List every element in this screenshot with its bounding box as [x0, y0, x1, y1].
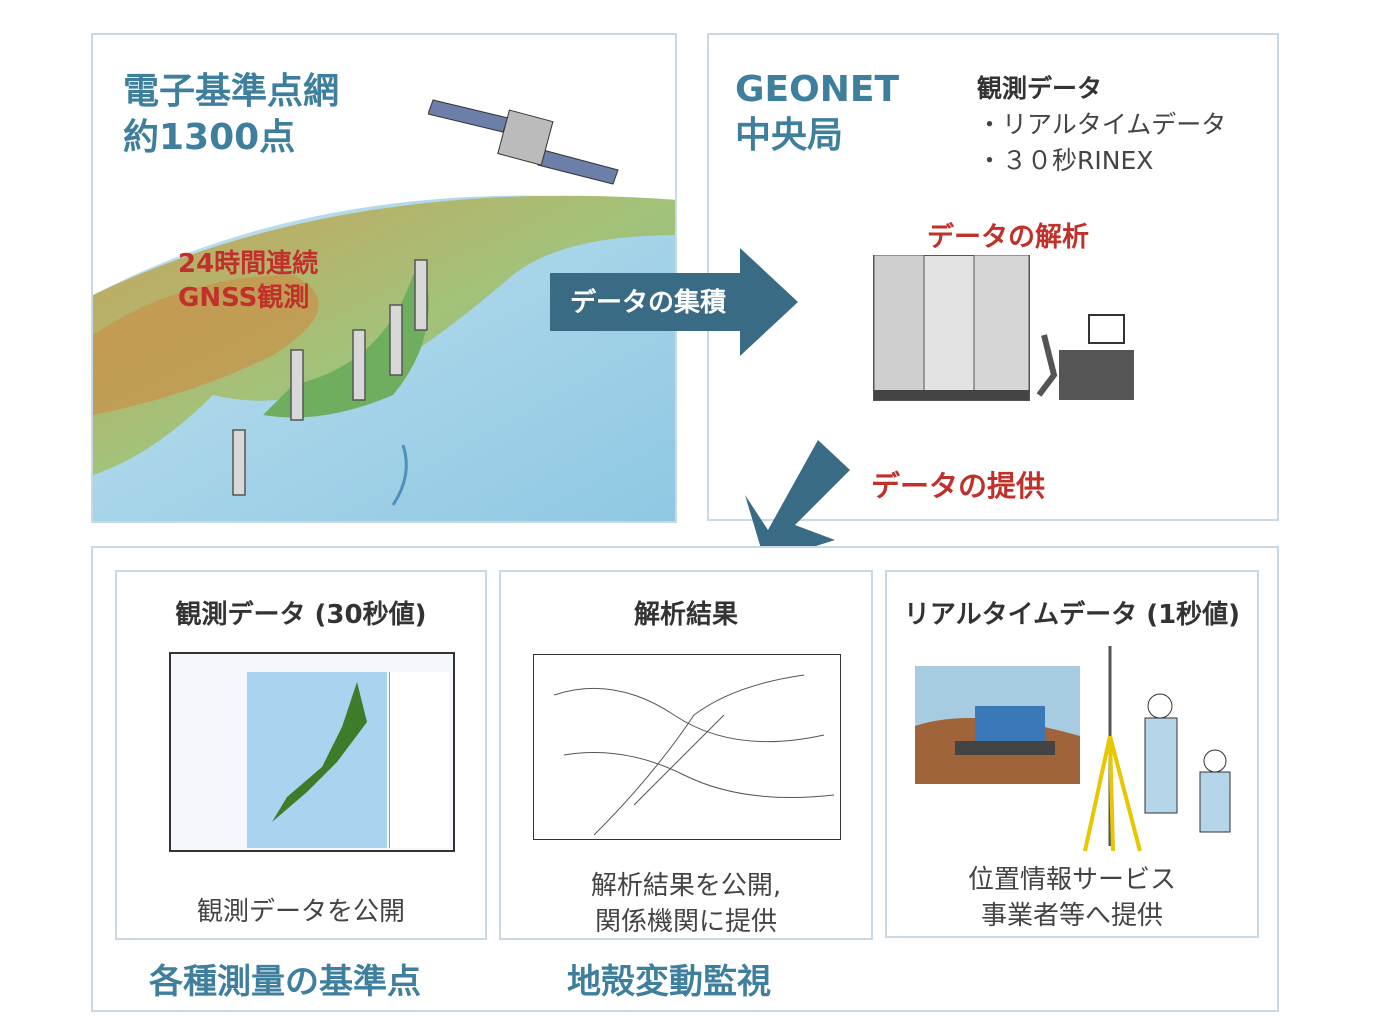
gnss-observation-label: GNSS観測: [178, 283, 310, 313]
web-map-screenshot: [169, 652, 455, 852]
central-station-title: 中央局: [735, 115, 844, 156]
survey-reference-label: 各種測量の基準点: [149, 962, 421, 1002]
construction-survey-illustration: [915, 646, 1231, 852]
output-caption: 位置情報サービス: [967, 865, 1176, 895]
japan-map-illustration: [93, 195, 675, 521]
output-caption: 観測データを公開: [196, 897, 405, 927]
outputs-panel: 観測データ (30秒値) 観測データを公開 解析結果 解析結果を公開, 関係機関…: [91, 546, 1279, 1012]
crustal-monitoring-label: 地殻変動監視: [567, 962, 771, 1002]
data-item: ・３０秒RINEX: [977, 146, 1154, 175]
provide-label: データの提供: [871, 469, 1046, 503]
output-title: 解析結果: [633, 600, 738, 630]
data-item: ・リアルタイムデータ: [977, 110, 1227, 139]
output-title: リアルタイムデータ (1秒値): [903, 600, 1241, 630]
geonet-title: GEONET: [735, 69, 900, 110]
provide-arrow-icon: [745, 440, 850, 562]
server-computer-illustration: [873, 255, 1134, 401]
collect-arrow-icon: [550, 248, 798, 356]
continuous-observation-label: 24時間連続: [178, 249, 319, 279]
observation-data-heading: 観測データ: [977, 74, 1103, 103]
collect-label: データの集積: [570, 288, 727, 318]
satellite-icon: [428, 99, 619, 185]
output-title: 観測データ (30秒値): [175, 600, 427, 630]
analysis-label: データの解析: [927, 222, 1089, 253]
station-count: 約1300点: [123, 117, 296, 158]
output-caption: 解析結果を公開,: [590, 871, 782, 901]
output-card-analysis: 解析結果 解析結果を公開, 関係機関に提供: [499, 570, 873, 940]
central-station-panel: GEONET 中央局 観測データ ・リアルタイムデータ ・３０秒RINEX デー…: [707, 33, 1279, 521]
output-caption: 事業者等へ提供: [980, 901, 1163, 931]
output-card-realtime: リアルタイムデータ (1秒値) 位置情報サービス 事業者等へ提供: [885, 570, 1259, 938]
station-network-title: 電子基準点網: [123, 71, 340, 112]
output-caption: 関係機関に提供: [594, 907, 777, 937]
output-card-observation: 観測データ (30秒値) 観測データを公開: [115, 570, 487, 940]
displacement-map: [533, 654, 841, 840]
